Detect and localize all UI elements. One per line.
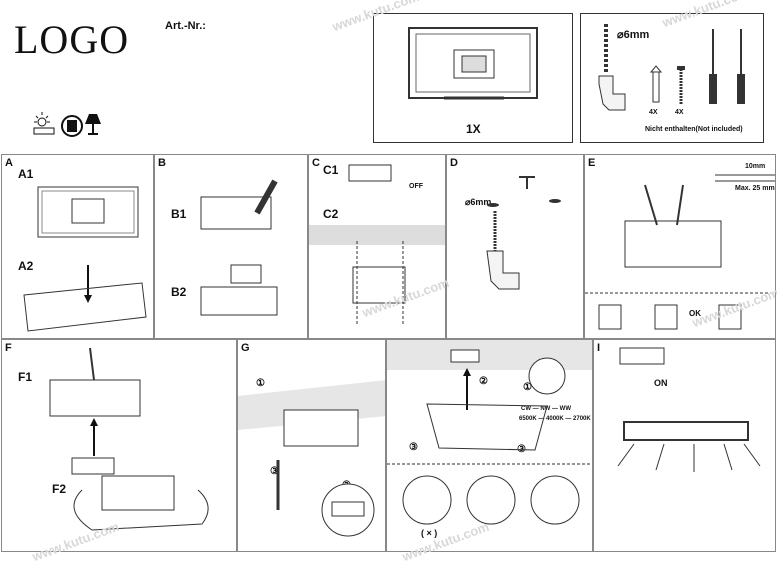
step-i-drawing: [617, 347, 761, 472]
logo: LOGO: [14, 17, 130, 62]
step-b1-label: B1: [171, 207, 187, 221]
step-c-panel: C C1 C2 OFF: [308, 154, 446, 339]
package-product-box: 1X: [373, 13, 573, 143]
step-d-drawing: [486, 176, 561, 290]
article-number-label: Art.-Nr.:: [165, 20, 206, 32]
step-b2-label: B2: [171, 285, 187, 299]
hardware-box: ⌀6mm 4X 4X Nicht enthalten(Not included): [580, 13, 764, 143]
step-i-label: I: [597, 342, 601, 354]
max-length-label: Max. 25 mm: [735, 185, 775, 192]
step-a-drawing: [23, 186, 147, 332]
step-b-drawing: [200, 179, 278, 316]
recycle-icon: [61, 115, 83, 137]
step-g-num3: ③: [270, 466, 279, 477]
drill-bit-icon: [598, 24, 626, 111]
screw-qty: 4X: [675, 109, 684, 116]
product-quantity: 1X: [466, 122, 481, 136]
anchor-qty: 4X: [649, 109, 658, 116]
ok-label: OK: [689, 309, 701, 318]
lamp-icon: [85, 114, 101, 135]
step-f1-label: F1: [18, 370, 33, 384]
step-d-label: D: [450, 157, 458, 169]
step-e-label: E: [588, 157, 596, 169]
not-included-note: Nicht enthalten(Not included): [645, 126, 743, 133]
mirror-product-drawing: [408, 27, 538, 100]
step-f-label: F: [5, 342, 12, 354]
step-g-num1: ①: [256, 378, 265, 389]
step-f2-label: F2: [52, 482, 67, 496]
sun-icon: [33, 112, 55, 135]
step-e-panel: E 10mm Max. 25 mm OK: [584, 154, 776, 339]
off-label: OFF: [409, 183, 423, 190]
step-a1-label: A1: [18, 167, 34, 181]
step-c-label: C: [312, 157, 320, 169]
phillips-screwdriver-icon: [737, 29, 745, 104]
step-a2-label: A2: [18, 259, 34, 273]
drill-size-label: ⌀6mm: [617, 29, 650, 41]
step-c-drawing: [309, 164, 445, 325]
step-g-drawing: [238, 380, 385, 537]
on-label: ON: [654, 378, 668, 388]
screw-icon: [677, 66, 685, 104]
step-f-panel: F F1 F2: [1, 339, 237, 552]
step-e-drawing: [585, 174, 775, 330]
step-g-label: G: [241, 342, 250, 354]
step-g-panel: G ① ③ ②: [237, 339, 386, 552]
step-i-panel: I ON: [593, 339, 776, 552]
cct-values: 6500K — 4000K — 2700K: [519, 416, 591, 422]
step-b-label: B: [158, 157, 166, 169]
strip-length-label: 10mm: [745, 163, 766, 170]
step-c1-label: C1: [323, 163, 339, 177]
step-a-label: A: [5, 157, 13, 169]
hardware-drawing: [598, 24, 745, 111]
incorrect-mark: ( × ): [421, 528, 438, 538]
step-c2-label: C2: [323, 207, 339, 221]
step-h-num3a: ③: [409, 442, 418, 453]
step-b-panel: B B1 B2: [154, 154, 308, 339]
step-f-drawing: [49, 347, 209, 531]
flat-screwdriver-icon: [709, 29, 717, 104]
step-h-num1: ①: [523, 382, 532, 393]
step-d-panel: D ⌀6mm: [446, 154, 584, 339]
wall-anchor-icon: [649, 65, 663, 103]
step-h-drawing: [387, 340, 592, 525]
step-d-drill-size: ⌀6mm: [465, 197, 492, 207]
step-h-panel: H H1 ② ① ③ ③ CW — NW — WW 6500K — 4000K …: [386, 339, 593, 552]
step-a-panel: A A1 A2: [1, 154, 154, 339]
step-h-num2: ②: [479, 376, 488, 387]
